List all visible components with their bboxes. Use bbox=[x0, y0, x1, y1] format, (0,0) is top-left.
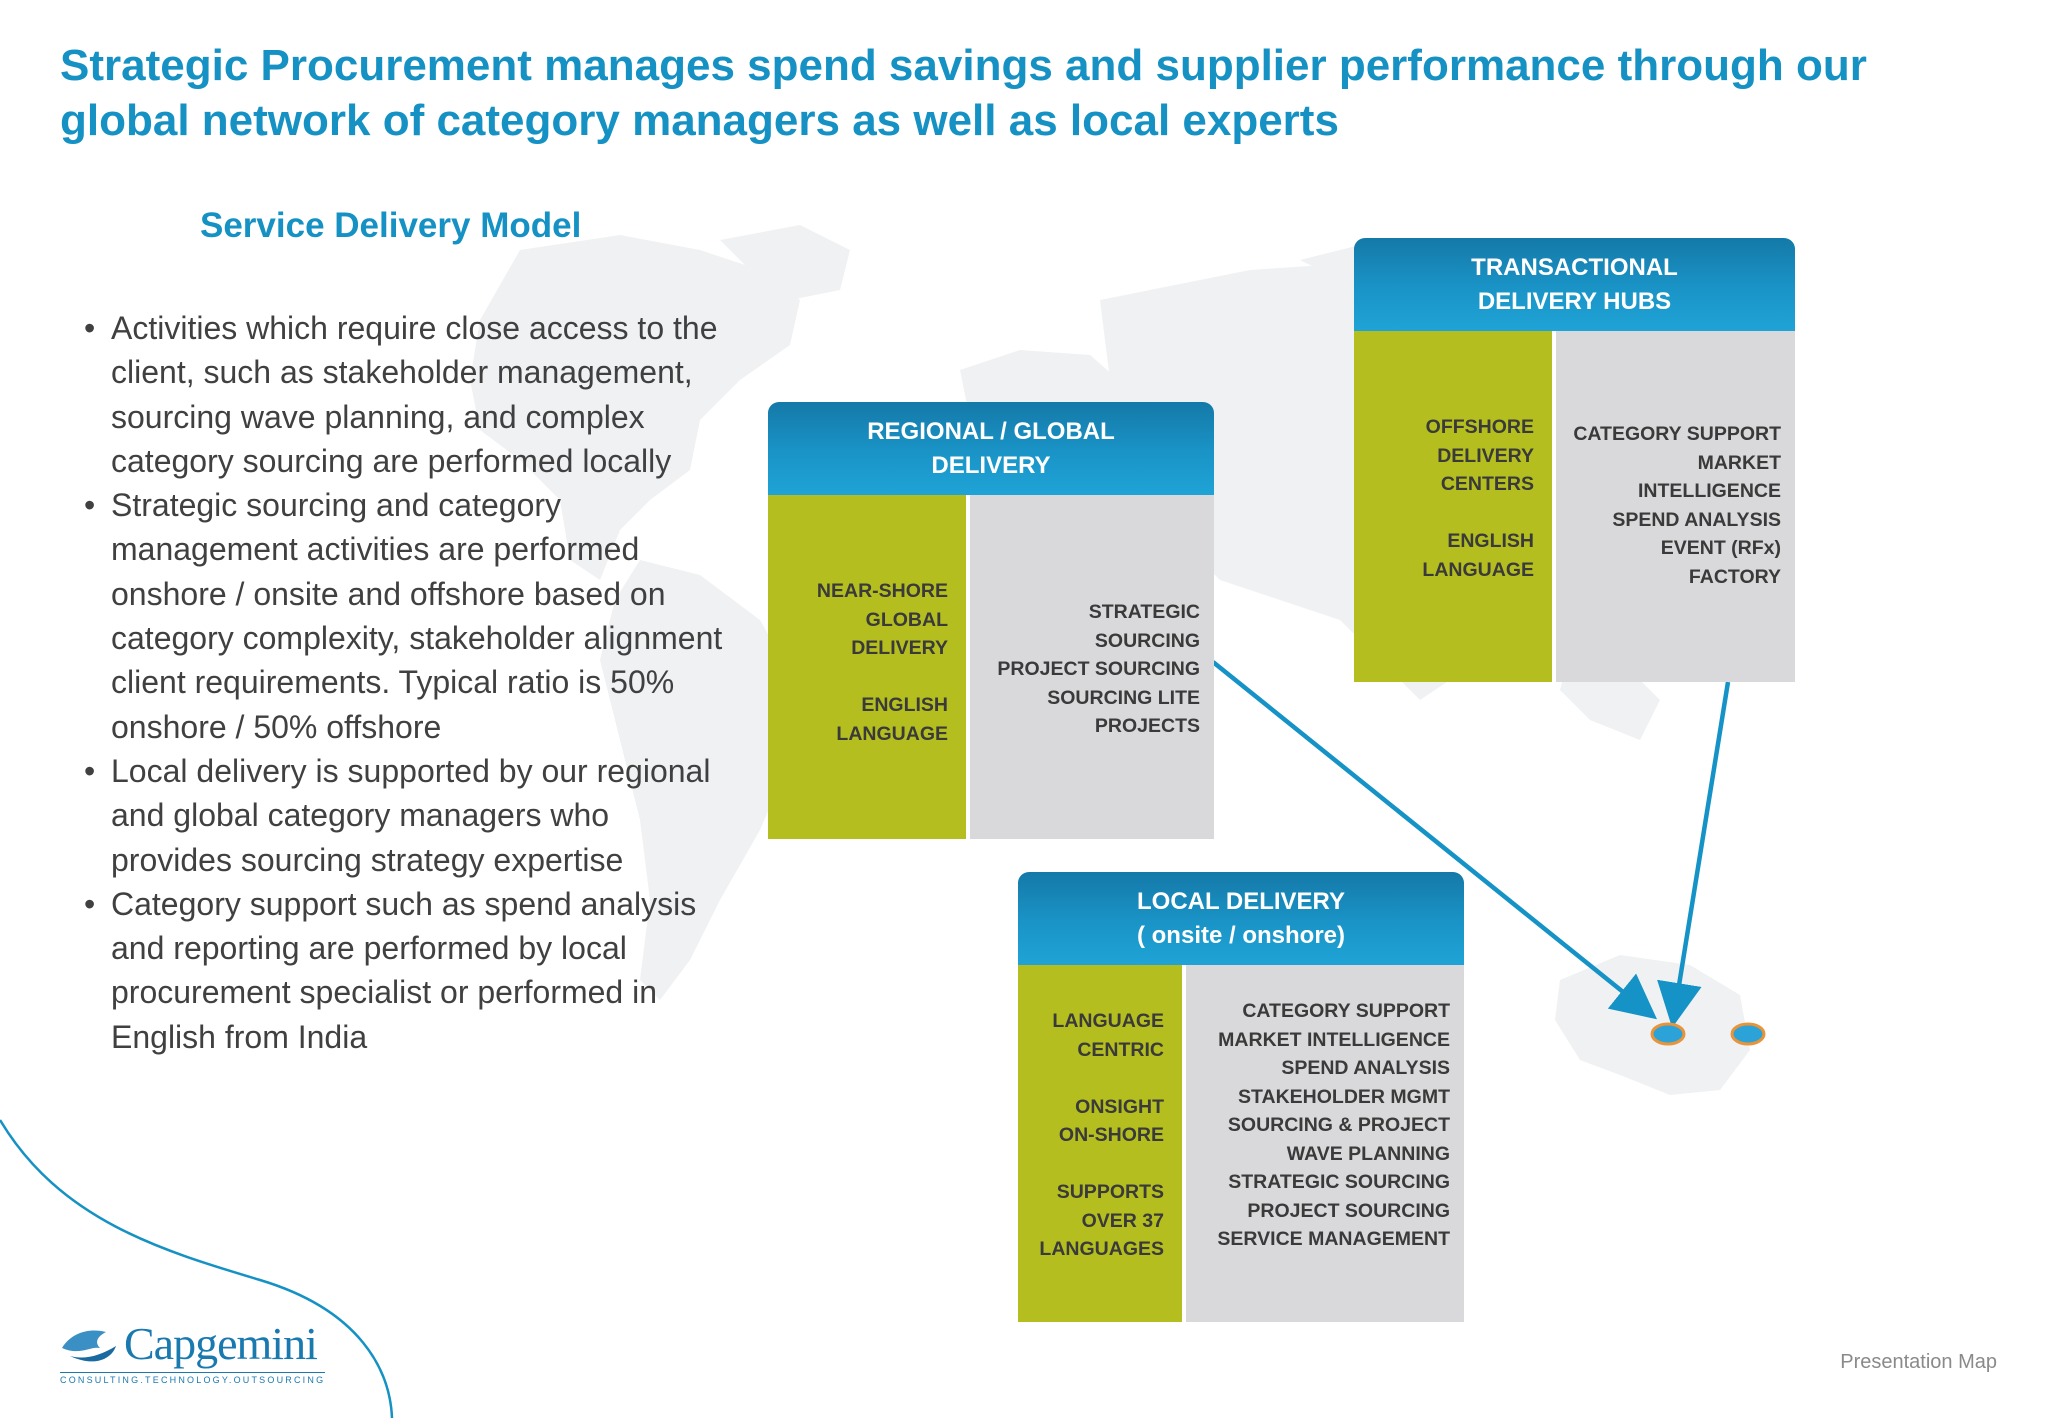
box-left-panel: NEAR-SHORE GLOBAL DELIVERY ENGLISH LANGU… bbox=[768, 495, 970, 839]
box-left-line: OFFSHORE bbox=[1425, 416, 1534, 438]
box-right-line: SOURCING LITE bbox=[1047, 686, 1200, 709]
logo-tagline: CONSULTING.TECHNOLOGY.OUTSOURCING bbox=[60, 1372, 326, 1385]
box-right-line: STAKEHOLDER MGMT bbox=[1238, 1085, 1450, 1108]
regional-global-delivery-box: REGIONAL / GLOBAL DELIVERY NEAR-SHORE GL… bbox=[768, 402, 1214, 839]
box-right-line: MARKET bbox=[1697, 451, 1781, 474]
box-left-line: OVER 37 bbox=[1081, 1209, 1164, 1232]
box-right-line: STRATEGIC SOURCING bbox=[1228, 1171, 1450, 1193]
slide-title: Strategic Procurement manages spend savi… bbox=[60, 41, 1867, 145]
box-header-line: ( onsite / onshore) bbox=[1136, 921, 1345, 949]
box-header: REGIONAL / GLOBAL DELIVERY bbox=[768, 402, 1214, 495]
box-left-line: LANGUAGE bbox=[836, 722, 948, 745]
box-left-line: ON-SHORE bbox=[1058, 1124, 1164, 1146]
location-marker-icon bbox=[1650, 1022, 1686, 1046]
box-left-line: LANGUAGES bbox=[1039, 1238, 1164, 1260]
box-header: TRANSACTIONAL DELIVERY HUBS bbox=[1354, 238, 1795, 331]
logo-wordmark: Capgemini bbox=[124, 1318, 318, 1369]
box-left-line: DELIVERY bbox=[1437, 444, 1534, 467]
box-right-line: PROJECT SOURCING bbox=[1247, 1199, 1450, 1222]
transactional-delivery-hubs-box: TRANSACTIONAL DELIVERY HUBS OFFSHORE DEL… bbox=[1354, 238, 1795, 682]
box-right-line: SOURCING & PROJECT bbox=[1227, 1114, 1450, 1136]
box-header-line: TRANSACTIONAL bbox=[1471, 253, 1678, 281]
box-right-panel: CATEGORY SUPPORT MARKET INTELLIGENCE SPE… bbox=[1556, 331, 1795, 682]
box-left-line: GLOBAL bbox=[865, 608, 948, 631]
box-right-line: INTELLIGENCE bbox=[1637, 480, 1781, 502]
box-right-panel: CATEGORY SUPPORT MARKET INTELLIGENCE SPE… bbox=[1186, 965, 1464, 1322]
box-left-line: DELIVERY bbox=[851, 637, 948, 659]
bullet-item: Category support such as spend analysis … bbox=[78, 882, 738, 1059]
box-header: LOCAL DELIVERY ( onsite / onshore) bbox=[1018, 872, 1464, 965]
box-header-line: DELIVERY HUBS bbox=[1477, 287, 1672, 315]
box-left-line: ENGLISH bbox=[861, 694, 948, 716]
logo-spade-icon bbox=[62, 1330, 116, 1362]
presentation-map-link[interactable]: Presentation Map bbox=[1840, 1351, 1997, 1373]
box-right-line: MARKET INTELLIGENCE bbox=[1218, 1028, 1450, 1051]
box-left-line: SUPPORTS bbox=[1056, 1181, 1164, 1203]
box-right-line: FACTORY bbox=[1688, 565, 1781, 588]
box-left-line: ENGLISH bbox=[1447, 530, 1534, 552]
box-right-line: WAVE PLANNING bbox=[1286, 1142, 1450, 1165]
box-right-line: SPEND ANALYSIS bbox=[1281, 1057, 1450, 1079]
bullet-item: Strategic sourcing and category manageme… bbox=[78, 483, 738, 749]
box-header-line: DELIVERY bbox=[931, 451, 1051, 479]
box-right-line: SOURCING bbox=[1094, 629, 1200, 652]
box-left-line: LANGUAGE bbox=[1422, 558, 1534, 581]
box-left-line: CENTERS bbox=[1440, 473, 1534, 495]
box-right-line: EVENT (RFx) bbox=[1660, 537, 1781, 559]
section-subtitle: Service Delivery Model bbox=[200, 206, 582, 245]
box-left-line: CENTRIC bbox=[1077, 1038, 1164, 1061]
box-right-line: STRATEGIC bbox=[1088, 601, 1200, 623]
box-right-line: CATEGORY SUPPORT bbox=[1573, 423, 1781, 445]
box-header-line: LOCAL DELIVERY bbox=[1136, 887, 1346, 915]
box-left-line: ONSIGHT bbox=[1075, 1095, 1164, 1118]
bullet-item: Local delivery is supported by our regio… bbox=[78, 749, 738, 882]
box-right-line: SERVICE MANAGEMENT bbox=[1217, 1228, 1450, 1250]
bullet-item: Activities which require close access to… bbox=[78, 306, 738, 483]
location-marker-icon bbox=[1730, 1022, 1766, 1046]
box-left-panel: LANGUAGE CENTRIC ONSIGHT ON-SHORE SUPPOR… bbox=[1018, 965, 1186, 1322]
box-left-panel: OFFSHORE DELIVERY CENTERS ENGLISH LANGUA… bbox=[1354, 331, 1556, 682]
box-left-line: LANGUAGE bbox=[1052, 1010, 1164, 1032]
box-right-line: PROJECTS bbox=[1094, 715, 1200, 737]
box-right-panel: STRATEGIC SOURCING PROJECT SOURCING SOUR… bbox=[970, 495, 1214, 839]
box-right-line: PROJECT SOURCING bbox=[997, 658, 1200, 680]
bullet-list: Activities which require close access to… bbox=[78, 306, 738, 1059]
box-right-line: SPEND ANALYSIS bbox=[1612, 508, 1781, 531]
box-left-line: NEAR-SHORE bbox=[816, 580, 948, 602]
box-header-line: REGIONAL / GLOBAL bbox=[867, 417, 1115, 445]
box-right-line: CATEGORY SUPPORT bbox=[1242, 1000, 1450, 1022]
local-delivery-box: LOCAL DELIVERY ( onsite / onshore) LANGU… bbox=[1018, 872, 1464, 1322]
